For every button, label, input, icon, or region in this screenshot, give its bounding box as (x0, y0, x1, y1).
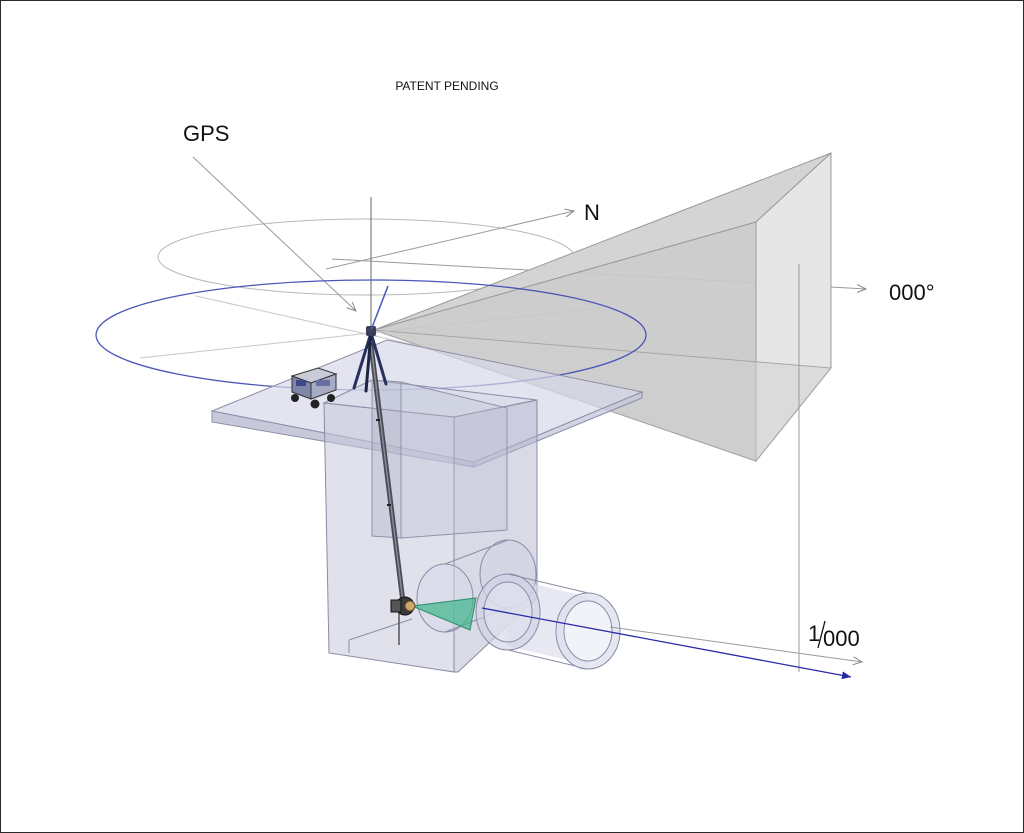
cart-icon (290, 367, 338, 409)
gps-label: GPS (183, 121, 229, 146)
grade-numerator: 1 (808, 621, 820, 646)
north-line (325, 211, 574, 270)
camera-direction-arrow (481, 607, 852, 680)
camera-view-cone (410, 597, 477, 631)
gps-pointer-line (192, 156, 356, 311)
grade-reference-arrow (609, 626, 862, 662)
pipe-front (475, 573, 621, 670)
heading-label: 000° (889, 280, 935, 305)
grade-label: 1 000 (808, 620, 860, 651)
grade-denominator: 000 (823, 626, 860, 651)
tripod-icon (352, 285, 389, 393)
north-label: N (584, 200, 600, 225)
camera-pole (368, 342, 406, 645)
patent-pending-notice: PATENT PENDING (395, 79, 498, 93)
camera-icon (390, 596, 416, 616)
